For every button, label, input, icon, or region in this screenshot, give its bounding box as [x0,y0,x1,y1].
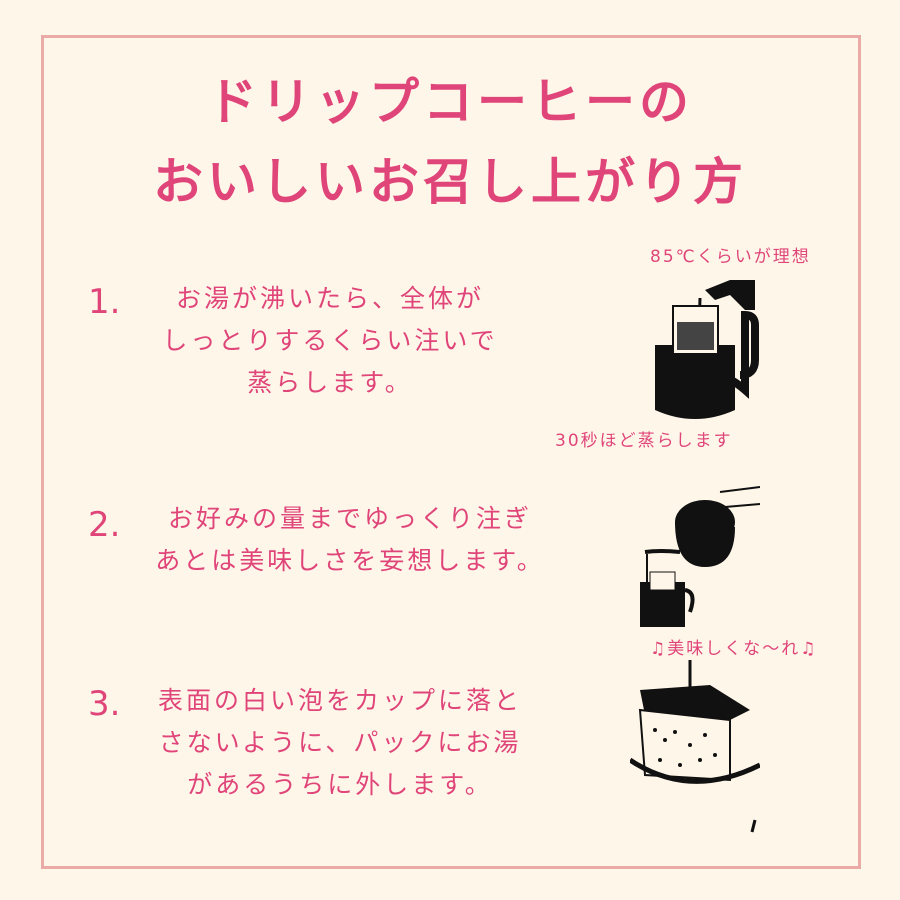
step-3-line: さないように、パックにお湯 [158,728,522,757]
note-temperature: 85℃くらいが理想 [650,247,811,267]
note-steam: 30秒ほど蒸らします [555,431,733,451]
step-1-line: しっとりするくらい注いで [162,326,498,355]
title-line-1: ドリップコーヒーの [207,73,693,131]
drip-bag-closeup-illustration [630,660,760,833]
kettle-pouring-illustration [640,486,760,627]
page-border [41,35,861,869]
step-3-line: があるうちに外します。 [187,770,493,799]
step-2-line: あとは美味しさを妄想します。 [155,546,545,575]
step-1-text: お湯が沸いたら、全体が しっとりするくらい注いで 蒸らします。 [130,278,530,404]
step-1-line: 蒸らします。 [247,368,413,397]
title-line-2: おいしいお召し上がり方 [153,153,747,211]
step-3-line: 表面の白い泡をカップに落と [157,686,522,715]
drip-mug-illustration [655,280,759,419]
step-2-text: お好みの量までゆっくり注ぎ あとは美味しさを妄想します。 [135,498,565,582]
step-1-number: 1. [88,282,121,322]
step-1-line: お湯が沸いたら、全体が [175,284,484,313]
step-2-line: お好みの量までゆっくり注ぎ [167,504,532,533]
step-2-number: 2. [88,505,121,545]
step-3-text: 表面の白い泡をカップに落と さないように、パックにお湯 があるうちに外します。 [130,680,550,806]
step-3-number: 3. [88,684,121,724]
note-tasty: ♫美味しくな〜れ♫ [650,639,818,659]
